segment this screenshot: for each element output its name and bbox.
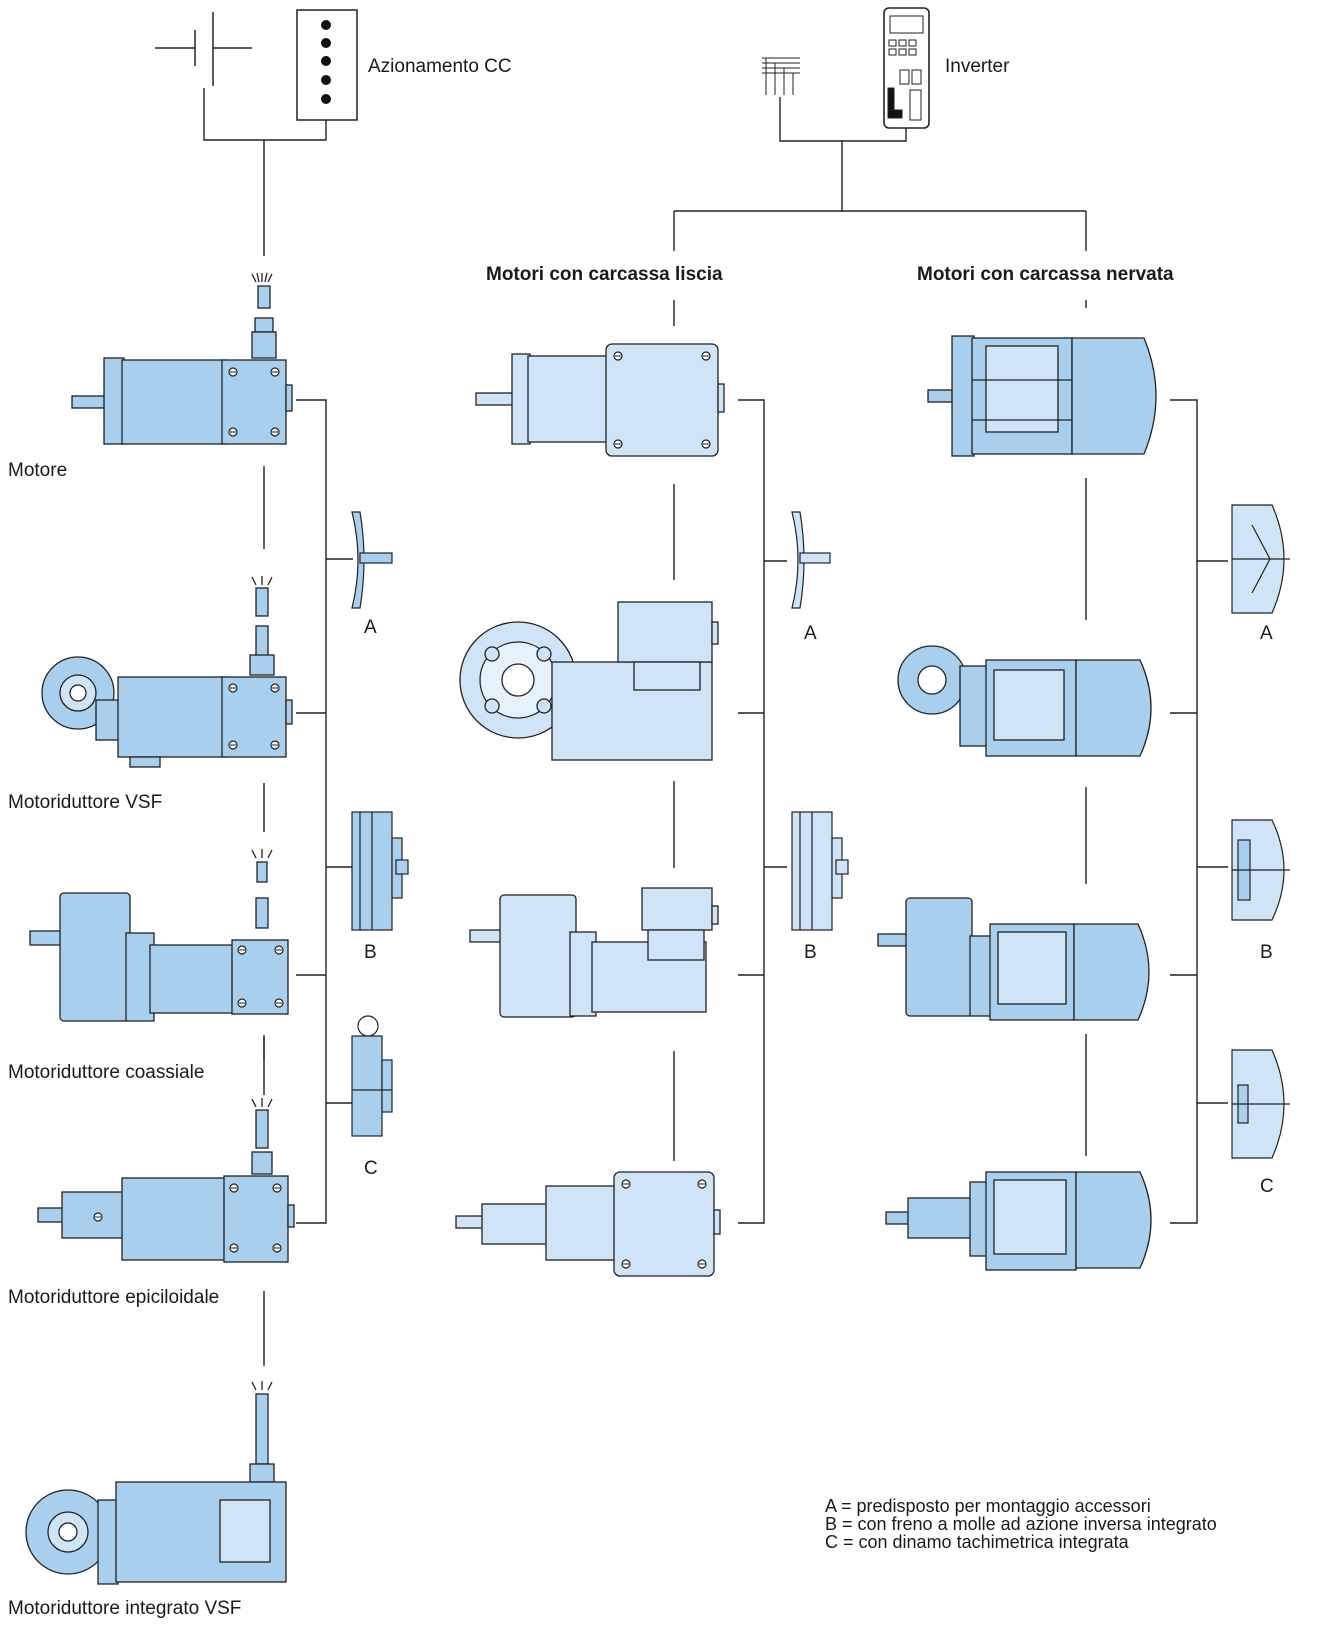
option-label: A bbox=[364, 617, 377, 639]
dc-drive-box bbox=[297, 10, 357, 120]
legend: A = predisposto per montaggio accessori … bbox=[825, 1497, 1217, 1551]
dc-vsf-gearmotor-illustration bbox=[42, 576, 292, 767]
ribbed-option-b-brake-fan-icon bbox=[1232, 820, 1290, 920]
product-label: Motoriduttore VSF bbox=[8, 792, 162, 814]
ribbed-motor-illustration bbox=[928, 336, 1156, 456]
legend-item: C = con dinamo tachimetrica integrata bbox=[825, 1533, 1217, 1551]
legend-item: A = predisposto per montaggio accessori bbox=[825, 1497, 1217, 1515]
option-label: B bbox=[364, 942, 377, 964]
ribbed-planetary-gearmotor-illustration bbox=[886, 1172, 1151, 1270]
product-label: Motoriduttore coassiale bbox=[8, 1062, 204, 1084]
option-label: B bbox=[804, 942, 817, 964]
option-label: B bbox=[1260, 942, 1273, 964]
dc-planetary-gearmotor-illustration bbox=[38, 1098, 294, 1262]
dc-supply-symbol bbox=[155, 12, 252, 86]
inverter-label: Inverter bbox=[945, 56, 1009, 78]
dc-motor-illustration bbox=[72, 273, 292, 444]
inverter-device bbox=[884, 8, 929, 128]
smooth-option-a-accessory-icon bbox=[792, 512, 830, 608]
option-label: C bbox=[364, 1158, 378, 1180]
option-label: C bbox=[1260, 1176, 1274, 1198]
smooth-worm-gearmotor-illustration bbox=[460, 602, 718, 760]
product-label: Motore bbox=[8, 460, 67, 482]
smooth-coaxial-gearmotor-illustration bbox=[470, 888, 718, 1017]
legend-item: B = con freno a molle ad azione inversa … bbox=[825, 1515, 1217, 1533]
dc-option-c-tachometer-icon bbox=[352, 1016, 392, 1136]
ribbed-coaxial-gearmotor-illustration bbox=[878, 898, 1149, 1020]
dc-drive-label: Azionamento CC bbox=[368, 56, 512, 78]
smooth-planetary-gearmotor-illustration bbox=[456, 1172, 720, 1276]
ribbed-option-a-fan-cover-icon bbox=[1232, 505, 1290, 613]
ribbed-option-c-tachometer-fan-icon bbox=[1232, 1050, 1290, 1158]
dc-option-a-accessory-icon bbox=[352, 512, 392, 608]
product-label: Motoriduttore epiciloidale bbox=[8, 1287, 219, 1309]
option-label: A bbox=[1260, 623, 1273, 645]
dc-option-b-brake-icon bbox=[352, 812, 408, 930]
three-phase-symbol bbox=[762, 58, 800, 95]
ribbed-worm-gearmotor-illustration bbox=[898, 646, 1151, 756]
dc-coaxial-gearmotor-illustration bbox=[30, 849, 288, 1021]
smooth-frame-heading: Motori con carcassa liscia bbox=[486, 264, 723, 286]
option-label: A bbox=[804, 623, 817, 645]
smooth-motor-illustration bbox=[476, 344, 724, 456]
ribbed-frame-heading: Motori con carcassa nervata bbox=[917, 264, 1174, 286]
smooth-option-b-brake-icon bbox=[792, 812, 848, 930]
product-label: Motoriduttore integrato VSF bbox=[8, 1598, 241, 1620]
dc-integrated-vsf-illustration bbox=[26, 1381, 286, 1584]
